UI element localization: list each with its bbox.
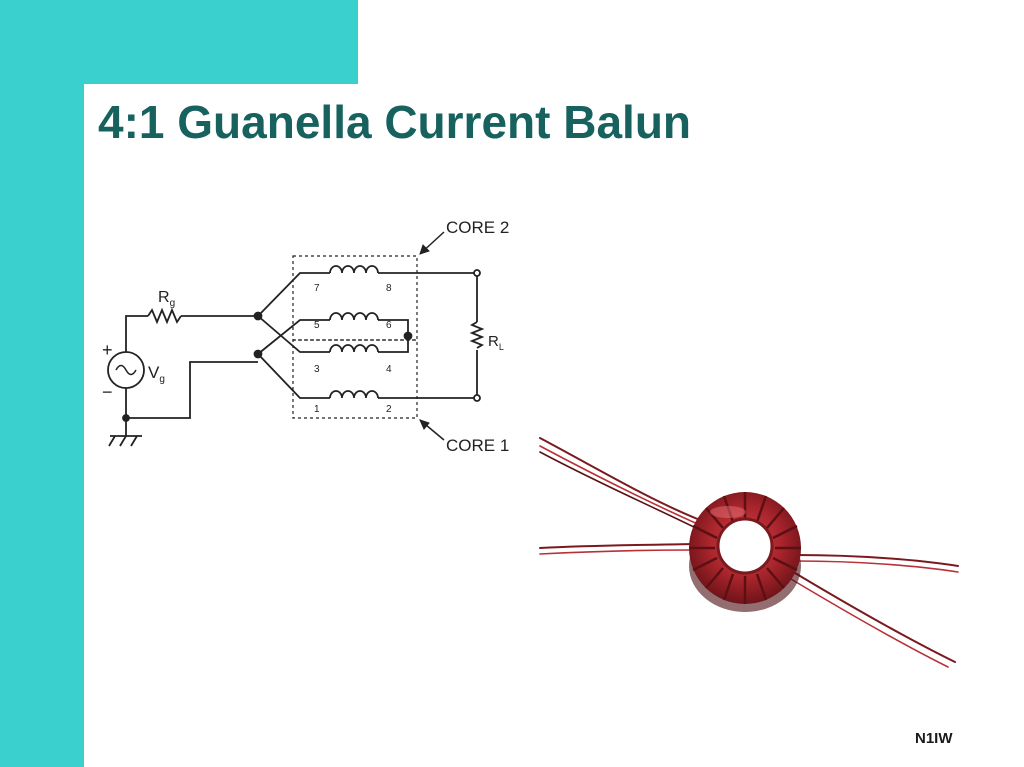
pin-label: 1 — [314, 404, 320, 415]
resistor-l-label: RL — [488, 333, 504, 352]
winding-7-8 — [329, 265, 379, 274]
toroid-lead-wires — [539, 437, 959, 668]
core-2-arrowhead — [419, 244, 430, 255]
pin-label: 7 — [314, 283, 320, 294]
slide-footer: N1IW — [915, 730, 953, 747]
toroid-highlight — [710, 506, 746, 518]
resistor-l-symbol — [469, 321, 485, 349]
source-label: Vg — [148, 363, 165, 385]
toroid-photo — [539, 437, 959, 668]
fan-wire-1 — [257, 353, 330, 399]
fan-wire-3 — [257, 315, 330, 353]
fan-wire-5 — [257, 319, 330, 355]
winding-5-6 — [329, 312, 379, 321]
junction-center — [403, 331, 413, 341]
toroid-hole — [716, 517, 774, 575]
schematic-diagram — [107, 231, 485, 447]
load-terminal-top — [473, 269, 481, 277]
core-1-arrowhead — [419, 419, 430, 430]
pin-label: 6 — [386, 320, 392, 331]
slide-frame-side — [0, 0, 84, 767]
core-1-box — [292, 339, 418, 419]
winding-3-4 — [329, 344, 379, 353]
wire-source-top — [125, 315, 148, 352]
wire-6-link — [378, 319, 409, 336]
pin-label: 4 — [386, 364, 392, 375]
pin-label: 5 — [314, 320, 320, 331]
toroid-winding-turns — [689, 492, 801, 604]
ground-symbol — [108, 418, 142, 447]
pin-label: 2 — [386, 404, 392, 415]
resistor-g-label: Rg — [158, 289, 175, 309]
slide-frame-top — [0, 0, 358, 84]
wire-4-link — [378, 336, 409, 353]
fan-wire-7 — [257, 272, 330, 317]
resistor-g-symbol — [147, 307, 182, 325]
wire-source-bottom — [125, 361, 258, 419]
slide-title: 4:1 Guanella Current Balun — [98, 96, 692, 148]
source-plus: + — [102, 340, 113, 360]
source-sine — [115, 364, 137, 376]
source-minus: − — [102, 382, 113, 402]
load-terminal-bottom — [473, 394, 481, 402]
core-1-label: CORE 1 — [446, 436, 509, 455]
core-2-label: CORE 2 — [446, 218, 509, 237]
pin-label: 8 — [386, 283, 392, 294]
winding-1-2 — [329, 390, 379, 399]
pin-label: 3 — [314, 364, 320, 375]
